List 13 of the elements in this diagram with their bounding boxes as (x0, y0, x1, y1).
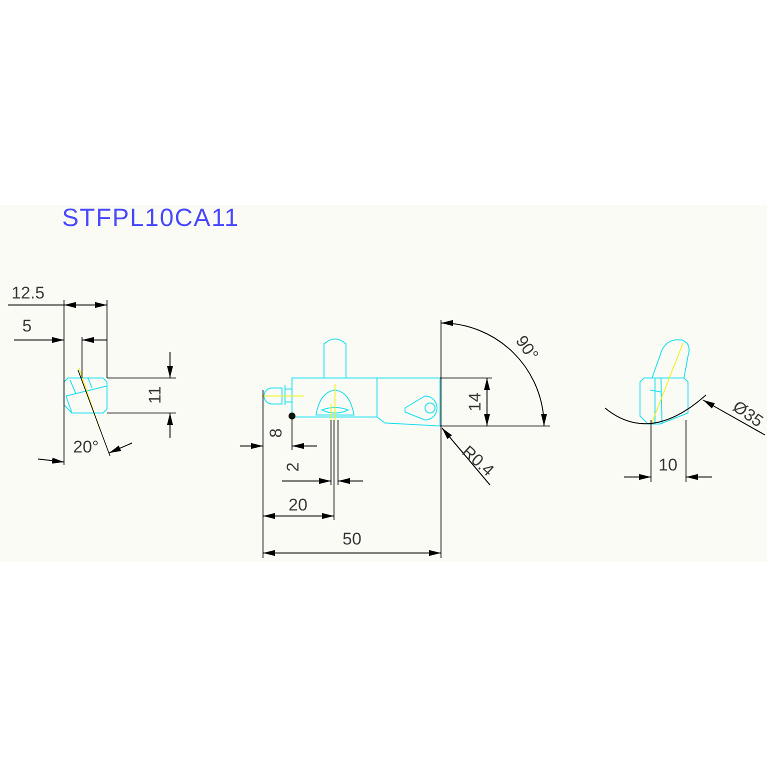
dimension-value: 14 (466, 392, 484, 412)
dimension-value: 2 (284, 462, 302, 472)
dimension-value: 20 (288, 496, 308, 514)
dimension-value: 12.5 (11, 284, 45, 302)
dimension-value: 90° (512, 332, 542, 364)
dimension-value: 8 (268, 428, 284, 438)
dimension-value: 50 (342, 530, 362, 548)
dimension-value: Ø35 (730, 398, 766, 430)
dimension-value: 11 (146, 386, 164, 404)
dimension-value: 5 (22, 318, 32, 334)
dimension-value: 20° (73, 438, 99, 456)
title: STFPL10CA11 (62, 206, 240, 231)
dimension-value: 10 (658, 456, 678, 474)
